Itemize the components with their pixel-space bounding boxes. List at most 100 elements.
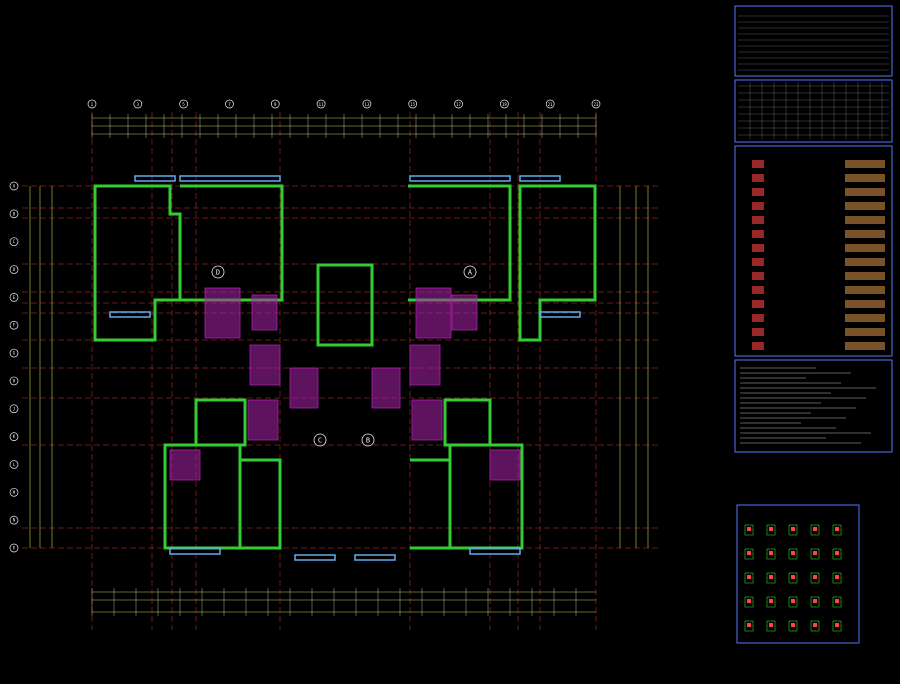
grid-bubble-left bbox=[9, 432, 19, 441]
detail-sketch bbox=[766, 524, 776, 536]
room bbox=[451, 294, 478, 331]
detail-sketch bbox=[788, 620, 798, 632]
legend-swatch bbox=[752, 216, 764, 224]
detail-sketch bbox=[810, 524, 820, 536]
legend-text-block bbox=[845, 216, 885, 224]
detail-mark bbox=[769, 599, 773, 603]
detail-sketch bbox=[766, 620, 776, 632]
detail-mark bbox=[791, 623, 795, 627]
window bbox=[179, 175, 281, 182]
detail-mark bbox=[835, 599, 839, 603]
grid-bubble-top bbox=[133, 99, 143, 109]
detail-mark bbox=[791, 575, 795, 579]
detail-sketch bbox=[832, 548, 842, 560]
grid-label-top: 11 bbox=[319, 102, 324, 107]
panel-legend bbox=[734, 145, 893, 357]
detail-sketch bbox=[788, 572, 798, 584]
grid-label-left: D bbox=[13, 267, 16, 272]
legend-swatch bbox=[752, 300, 764, 308]
legend-swatch bbox=[752, 272, 764, 280]
legend-text-block bbox=[845, 160, 885, 168]
unit-mark-circle bbox=[463, 265, 477, 279]
detail-mark bbox=[747, 527, 751, 531]
legend-swatch bbox=[752, 230, 764, 238]
detail-mark bbox=[835, 527, 839, 531]
detail-sketch bbox=[744, 524, 754, 536]
detail-sketch bbox=[788, 524, 798, 536]
room bbox=[289, 367, 319, 409]
legend-swatch bbox=[752, 174, 764, 182]
detail-mark bbox=[813, 575, 817, 579]
legend-swatch bbox=[752, 188, 764, 196]
grid-label-top: 1 bbox=[91, 102, 94, 107]
detail-sketch bbox=[788, 548, 798, 560]
legend-text-block bbox=[845, 188, 885, 196]
window-marks bbox=[109, 175, 581, 561]
grid-bubble-left bbox=[9, 348, 19, 358]
legend-swatch bbox=[752, 202, 764, 210]
legend-swatch bbox=[752, 342, 764, 350]
detail-sketch bbox=[744, 596, 754, 608]
grid-bubble-top bbox=[225, 99, 234, 109]
room bbox=[409, 344, 441, 386]
legend-text-block bbox=[845, 174, 885, 182]
grid-label-left: L bbox=[13, 462, 16, 467]
legend-text-block bbox=[845, 314, 885, 322]
panel-area-table bbox=[734, 5, 893, 77]
grid-bubble-top bbox=[408, 99, 418, 109]
room bbox=[415, 287, 452, 339]
window bbox=[109, 311, 151, 318]
wall bbox=[240, 458, 282, 550]
grid-label-left: J bbox=[13, 406, 15, 411]
legend-text-block bbox=[845, 300, 885, 308]
unit-mark-circle bbox=[313, 433, 327, 447]
detail-mark bbox=[769, 527, 773, 531]
legend-swatch bbox=[752, 258, 764, 266]
room bbox=[169, 449, 201, 481]
detail-mark bbox=[747, 575, 751, 579]
window bbox=[469, 547, 521, 555]
detail-mark bbox=[791, 527, 795, 531]
grid-label-left: E bbox=[13, 295, 16, 300]
room bbox=[411, 399, 443, 441]
grid-label-top: 21 bbox=[548, 102, 553, 107]
legend-text-block bbox=[845, 286, 885, 294]
legend-swatch bbox=[752, 314, 764, 322]
detail-sketch bbox=[832, 596, 842, 608]
detail-mark bbox=[813, 551, 817, 555]
wall bbox=[316, 263, 374, 347]
detail-mark bbox=[747, 551, 751, 555]
wall bbox=[443, 398, 492, 447]
legend-text-block bbox=[845, 328, 885, 336]
grid-label-left: F bbox=[13, 323, 16, 328]
window bbox=[134, 175, 176, 182]
grid-bubble-left bbox=[9, 293, 19, 302]
detail-mark bbox=[769, 623, 773, 627]
grid-bubble-top bbox=[454, 99, 463, 109]
grid-label-top: 23 bbox=[594, 102, 599, 107]
legend-panels bbox=[734, 5, 893, 644]
grid-bubble-left bbox=[9, 543, 19, 553]
detail-mark bbox=[813, 623, 817, 627]
grid-label-left: H bbox=[13, 378, 16, 383]
window bbox=[294, 554, 336, 561]
grid-label-left: K bbox=[13, 434, 16, 439]
detail-mark bbox=[791, 551, 795, 555]
unit-mark-label: A bbox=[468, 269, 473, 277]
grid-bubble-left bbox=[9, 237, 19, 247]
grid-label-top: 7 bbox=[228, 102, 231, 107]
detail-sketch bbox=[744, 548, 754, 560]
grid-label-left: A bbox=[13, 184, 16, 189]
detail-sketch bbox=[744, 620, 754, 632]
panel-notes bbox=[734, 359, 893, 453]
grid-label-top: 17 bbox=[456, 102, 461, 107]
detail-sketch bbox=[766, 596, 776, 608]
grid-bubble-top bbox=[179, 99, 188, 109]
grid-label-left: M bbox=[13, 490, 16, 495]
legend-swatch bbox=[752, 328, 764, 336]
detail-sketch bbox=[810, 548, 820, 560]
detail-mark bbox=[769, 575, 773, 579]
room bbox=[489, 449, 521, 481]
